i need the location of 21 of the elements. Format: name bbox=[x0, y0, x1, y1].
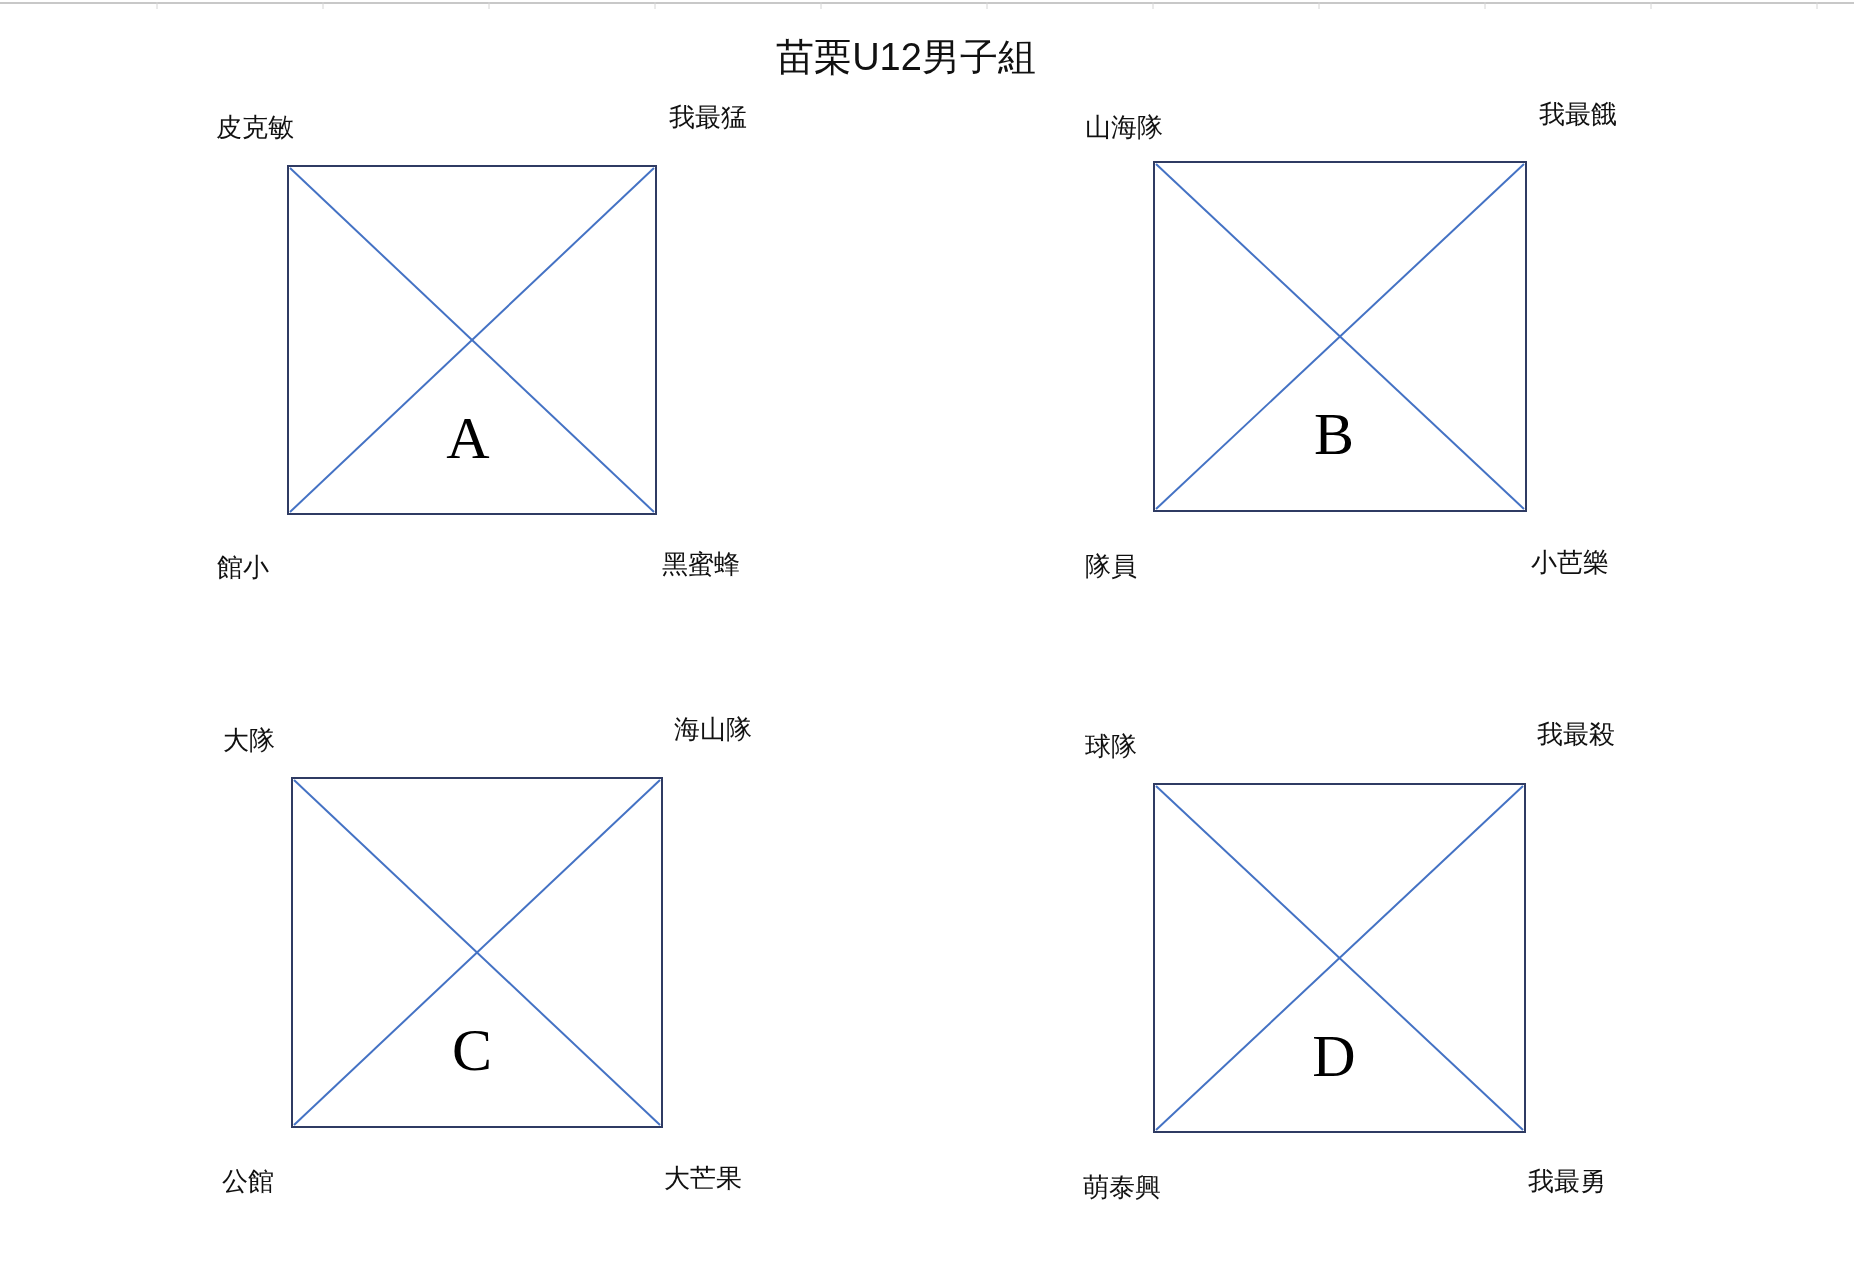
team-name: 海山隊 bbox=[674, 717, 752, 743]
team-name: 我最猛 bbox=[669, 105, 747, 131]
group-letter: D bbox=[1312, 1026, 1356, 1086]
team-name: 小芭樂 bbox=[1531, 550, 1609, 576]
group-letter: C bbox=[452, 1020, 492, 1080]
team-name: 球隊 bbox=[1085, 734, 1137, 760]
team-name: 萌泰興 bbox=[1083, 1175, 1161, 1201]
team-name: 公館 bbox=[222, 1169, 274, 1195]
group-letter: A bbox=[446, 408, 490, 468]
team-name: 館小 bbox=[217, 555, 269, 581]
team-name: 大芒果 bbox=[664, 1166, 742, 1192]
team-name: 皮克敏 bbox=[216, 115, 294, 141]
team-name: 山海隊 bbox=[1085, 115, 1163, 141]
team-name: 大隊 bbox=[223, 728, 275, 754]
team-name: 我最勇 bbox=[1528, 1169, 1606, 1195]
team-name: 隊員 bbox=[1085, 554, 1137, 580]
team-name: 黑蜜蜂 bbox=[662, 552, 740, 578]
group-letter: B bbox=[1314, 404, 1354, 464]
team-name: 我最餓 bbox=[1539, 102, 1617, 128]
title: 苗栗U12男子組 bbox=[776, 38, 1036, 76]
team-name: 我最殺 bbox=[1537, 722, 1615, 748]
